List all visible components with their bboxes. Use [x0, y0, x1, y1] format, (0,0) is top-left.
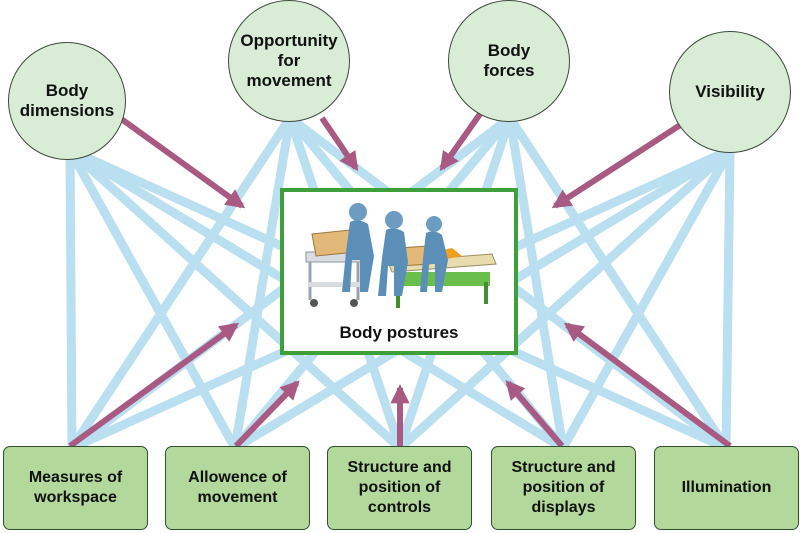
factor-structure-position-controls: Structure and position of controls [327, 446, 472, 530]
factor-measures-of-workspace: Measures of workspace [3, 446, 148, 530]
influence-arrow [439, 112, 483, 172]
factor-body-dimensions: Body dimensions [8, 42, 126, 160]
workers-at-workbench-illustration [305, 203, 497, 308]
factor-structure-position-displays: Structure and position of displays [491, 446, 636, 530]
connector-line [559, 147, 734, 451]
center-body-postures-panel: Body postures [280, 188, 518, 355]
connector-line [65, 149, 77, 449]
factor-body-forces: Body forces [448, 0, 570, 122]
influence-arrow [319, 116, 359, 172]
connector-line [66, 147, 239, 451]
connector-line [66, 146, 404, 452]
factor-visibility: Visibility [669, 31, 791, 153]
connector-line [505, 117, 568, 449]
connector-line [68, 115, 294, 451]
influence-arrow [505, 380, 565, 448]
connector-line [721, 149, 735, 449]
influence-arrows [68, 112, 732, 449]
connector-line [396, 146, 734, 452]
center-label-body-postures: Body postures [339, 323, 459, 342]
factor-allowence-of-movement: Allowence of movement [165, 446, 310, 530]
influence-arrow [118, 115, 246, 209]
factor-illumination: Illumination [654, 446, 799, 530]
influence-arrow [563, 322, 732, 449]
factor-opportunity-for-movement: Opportunity for movement [228, 0, 350, 122]
influence-arrow [551, 117, 690, 209]
influence-arrow [233, 380, 300, 449]
connector-line [230, 117, 295, 449]
connector-line [506, 115, 730, 451]
influence-arrow [68, 322, 240, 449]
